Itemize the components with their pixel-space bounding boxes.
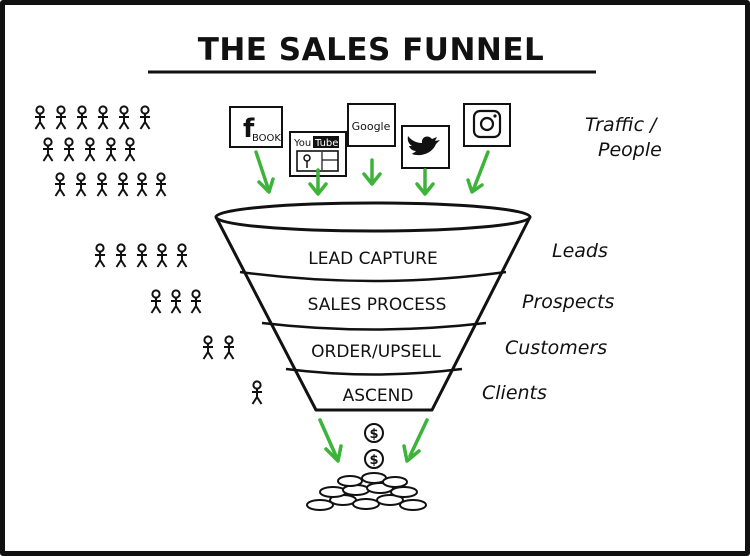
- coin-pile-icon: [306, 472, 427, 511]
- stage-lead-capture: LEAD CAPTURE: [308, 249, 437, 269]
- svg-text:$: $: [369, 453, 378, 468]
- leads-crowd: [94, 243, 188, 268]
- svg-text:You: You: [293, 138, 311, 149]
- output-arrows: [318, 418, 429, 463]
- people-label: People: [598, 139, 662, 161]
- stage-ascend: ASCEND: [343, 386, 414, 406]
- google-icon: Google: [347, 103, 396, 147]
- traffic-crowd: [34, 105, 167, 197]
- customers-crowd: [202, 335, 235, 360]
- funnel: [214, 201, 532, 412]
- audience-leads: Leads: [552, 240, 608, 262]
- diagram-title: THE SALES FUNNEL: [198, 32, 545, 68]
- svg-text:Tube: Tube: [314, 138, 338, 149]
- dollar-coin-icon: $: [364, 423, 384, 443]
- svg-text:$: $: [369, 427, 378, 442]
- stage-order-upsell: ORDER/UPSELL: [311, 342, 441, 362]
- prospects-crowd: [150, 289, 202, 314]
- twitter-bird-icon: [401, 125, 450, 169]
- clients-crowd: [251, 380, 263, 405]
- dollar-coin-icon: $: [364, 449, 384, 469]
- svg-text:BOOK: BOOK: [252, 133, 281, 144]
- svg-text:Google: Google: [352, 120, 391, 133]
- traffic-label: Traffic /: [585, 114, 659, 136]
- stage-sales-process: SALES PROCESS: [308, 295, 447, 315]
- audience-customers: Customers: [505, 337, 607, 359]
- traffic-arrows: [254, 150, 490, 196]
- facebook-icon: f BOOK: [229, 106, 283, 148]
- instagram-icon: [463, 103, 511, 147]
- audience-clients: Clients: [482, 382, 547, 404]
- svg-text:f: f: [243, 114, 255, 144]
- audience-prospects: Prospects: [522, 291, 614, 313]
